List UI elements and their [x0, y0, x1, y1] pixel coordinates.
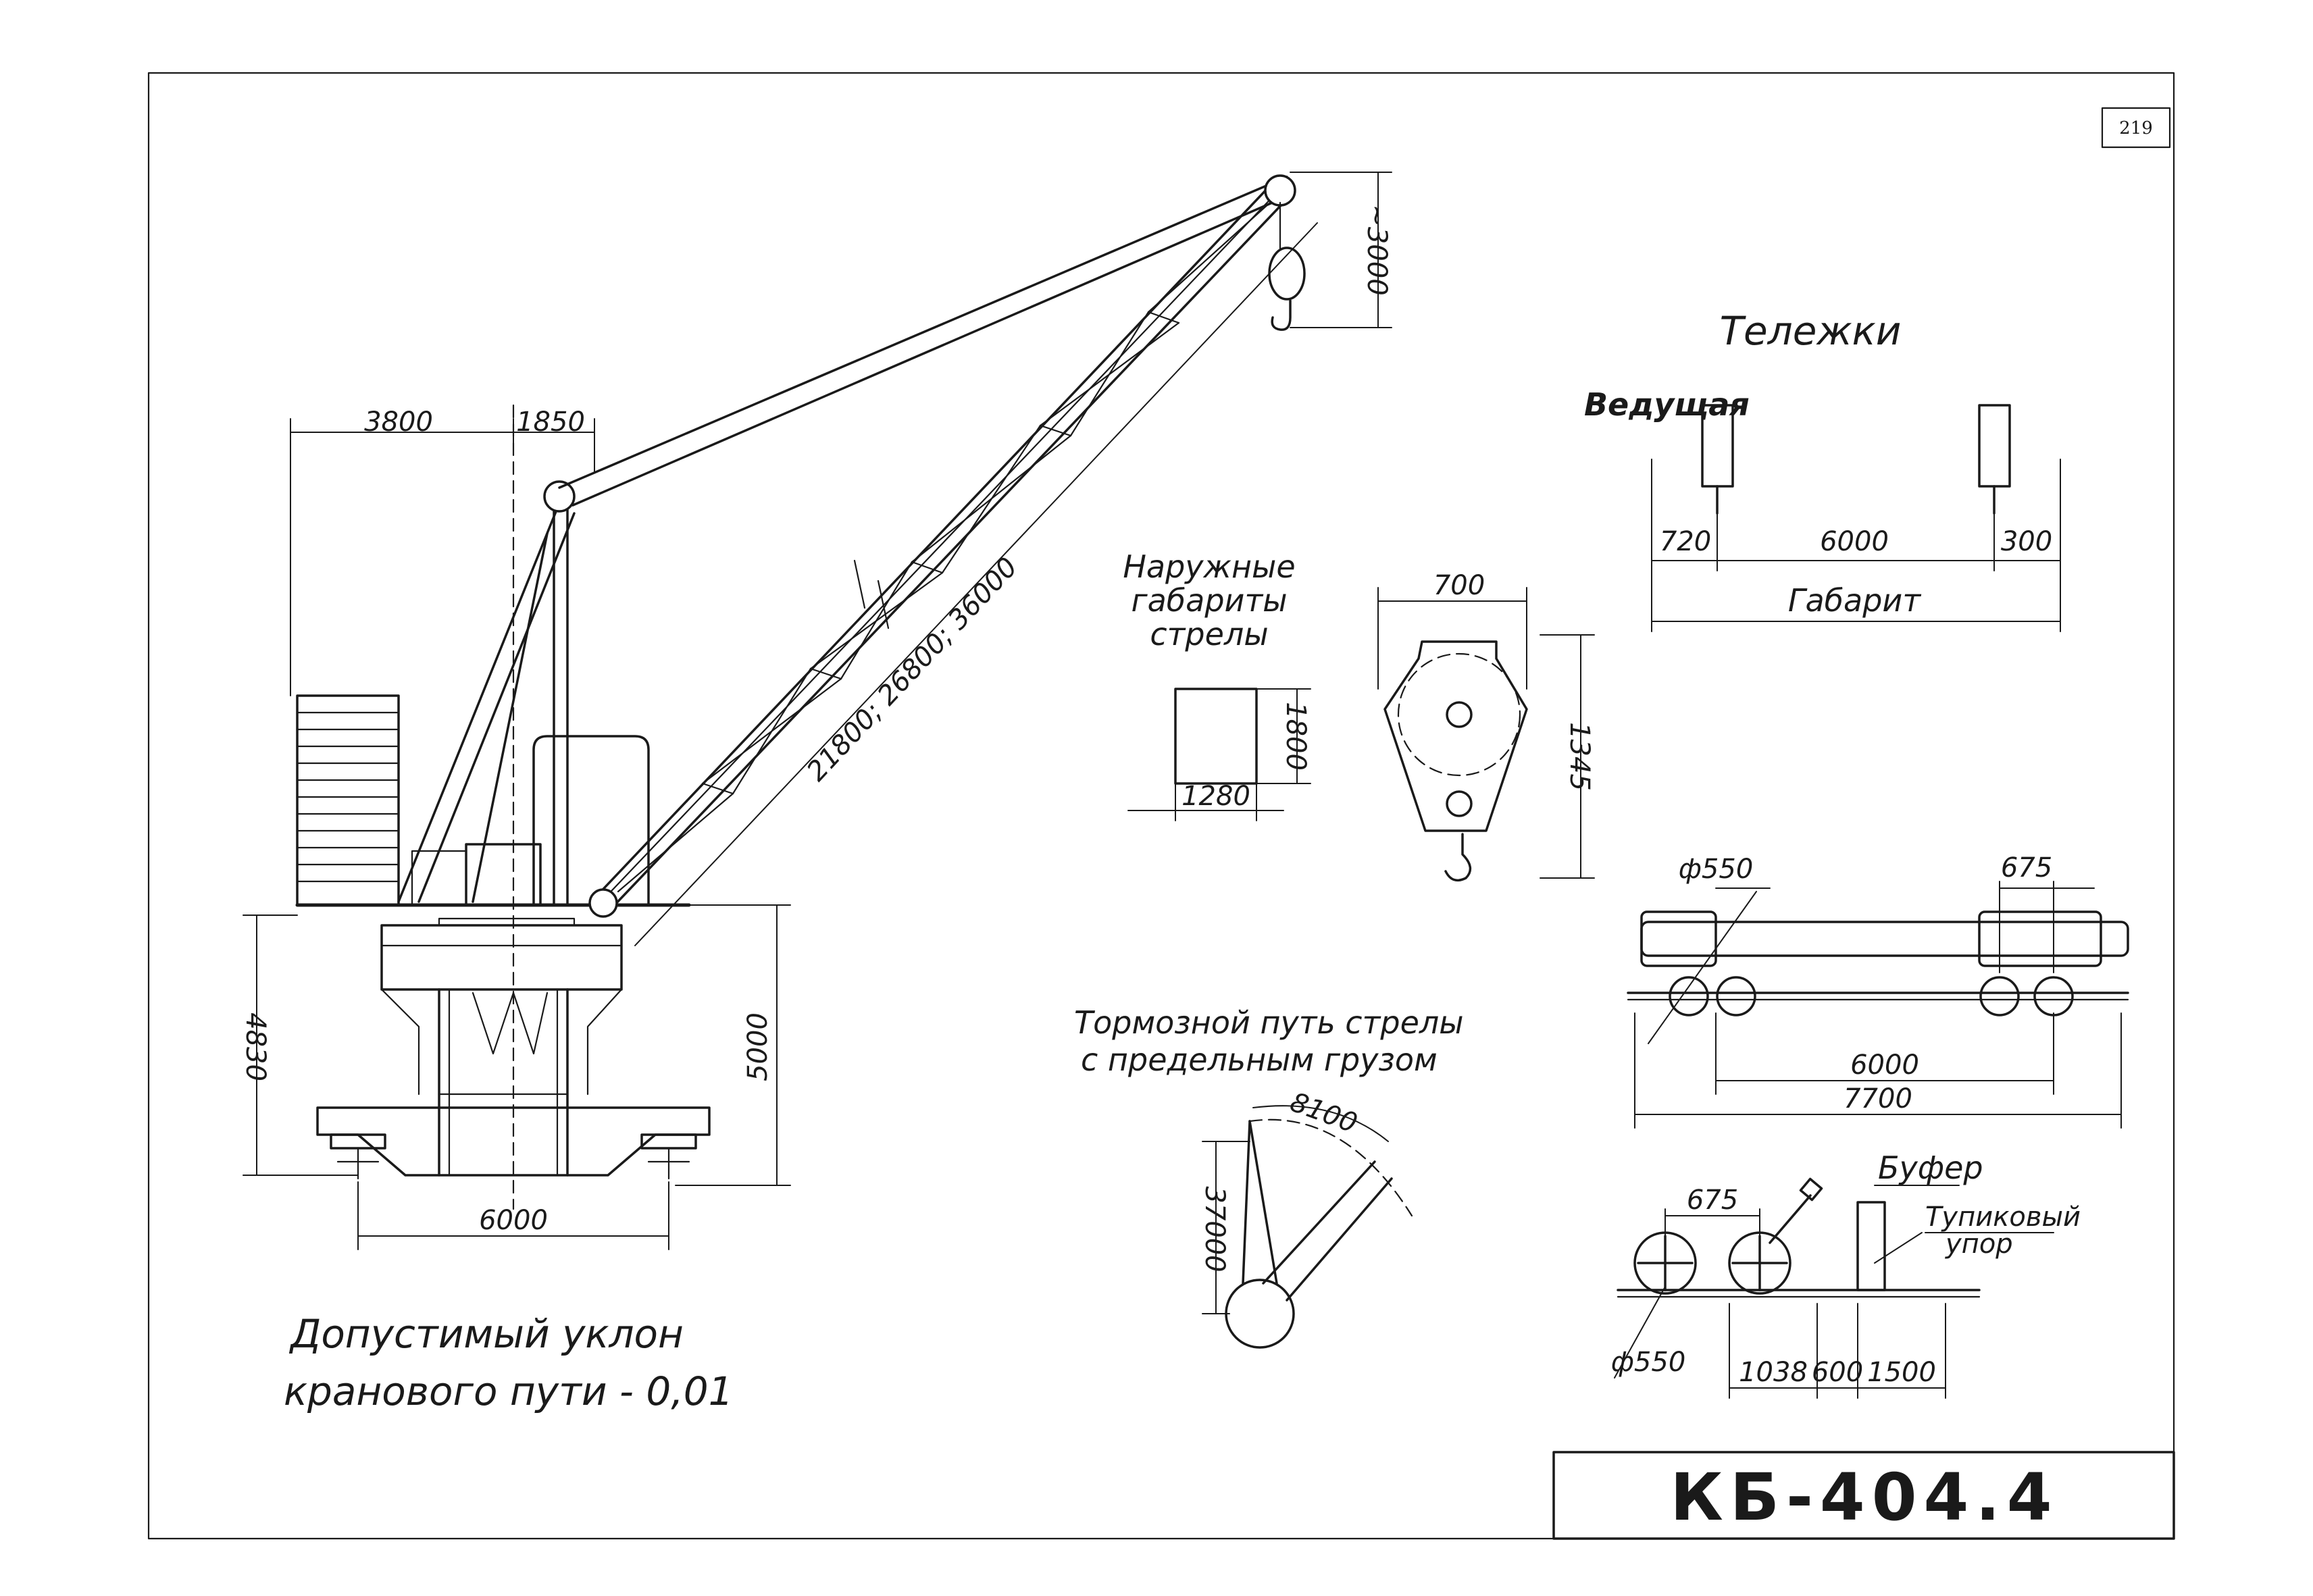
- title-block: [1552, 1451, 2175, 1540]
- slope-note: Допустимый уклон кранового пути - 0,01: [284, 1311, 734, 1414]
- wheel-dim-675: 675: [2001, 852, 2052, 883]
- brake-title-1: Тормозной путь стрелы: [1074, 1004, 1464, 1041]
- jib-section-title-1: Наружные: [1123, 548, 1295, 585]
- boom-hook: [1268, 201, 1306, 331]
- buffer-dim-1500: 1500: [1867, 1357, 1936, 1388]
- jib-section-height: 1800: [1280, 702, 1311, 771]
- jib-section-title-2: габариты: [1131, 582, 1287, 619]
- boom-pendant-upper: [558, 176, 1288, 489]
- hook-icon: [1444, 833, 1472, 882]
- crane-side-view: [295, 174, 1306, 1210]
- jib-section-title-3: стрелы: [1150, 616, 1268, 652]
- buffer-detail: Буфер Тупиковый упор: [1611, 1150, 2081, 1399]
- lattice-boom: [593, 184, 1285, 910]
- jib-section-rect: [1174, 688, 1258, 785]
- stop-label-1: Тупиковый: [1925, 1202, 2081, 1233]
- operator-cabin: [532, 735, 650, 906]
- dim-jib-lengths: 21800; 26800; 36000: [801, 552, 1024, 788]
- stop-label-2: упор: [1945, 1229, 2013, 1260]
- portal-base: [316, 1106, 711, 1180]
- sheet-frame: 219 КБ-404.4: [147, 72, 2175, 1540]
- a-frame-mast: [397, 498, 576, 906]
- page-number: 219: [2119, 118, 2153, 138]
- wheel-dim-7700: 7700: [1844, 1083, 1912, 1114]
- dim-3000: ~3000: [1361, 204, 1392, 295]
- jib-section-detail: Наружные габариты стрелы 1280 1800: [1123, 548, 1311, 821]
- buffer-dim-1038: 1038: [1739, 1357, 1808, 1388]
- mast-head-sheave: [543, 480, 576, 513]
- dim-5000: 5000: [742, 1012, 773, 1081]
- portal-tower: [380, 917, 623, 1177]
- brake-pivot-circle: [1225, 1279, 1295, 1349]
- wheel-dim-6000: 6000: [1850, 1050, 1919, 1081]
- hook-block-height: 1345: [1564, 722, 1595, 791]
- counterweight: [296, 694, 400, 906]
- hook-block-width: 700: [1433, 570, 1485, 601]
- brake-path-detail: Тормозной путь стрелы с предельным грузо…: [1074, 1004, 1464, 1349]
- buffer-dim-675: 675: [1687, 1185, 1738, 1216]
- bogie-dim-6000: 6000: [1820, 526, 1889, 557]
- page-number-box: [2101, 107, 2171, 149]
- dim-3800: 3800: [364, 407, 433, 438]
- note-line-2: кранового пути - 0,01: [284, 1368, 734, 1414]
- buffer-label: Буфер: [1878, 1150, 1983, 1186]
- bogie-gabarit: Габарит: [1788, 582, 1921, 619]
- crane-dimensions: [243, 172, 1392, 1250]
- bogies-title: Тележки: [1720, 308, 1902, 354]
- wheel-diameter: ф550: [1679, 854, 1754, 885]
- wheelbase-detail: ф550 675 6000 7700: [1627, 852, 2129, 1129]
- boom-foot-pin: [588, 888, 618, 918]
- hook-block-detail: 700 1345: [1377, 570, 1595, 882]
- brake-title-2: с предельным грузом: [1081, 1041, 1438, 1078]
- dim-1850: 1850: [516, 407, 585, 438]
- jib-section-width: 1280: [1181, 781, 1250, 812]
- drawing-code: КБ-404.4: [1670, 1460, 2058, 1535]
- dim-6000: 6000: [479, 1205, 548, 1236]
- hook-block-body: [1383, 640, 1528, 832]
- dim-4830: 4830: [240, 1012, 271, 1081]
- bogie-dim-300: 300: [2001, 526, 2052, 557]
- note-line-1: Допустимый уклон: [288, 1311, 684, 1357]
- buffer-dim-600: 600: [1812, 1357, 1863, 1388]
- buffer-wheel-dia: ф550: [1611, 1347, 1686, 1378]
- bogies-detail: Тележки Ведущая 720 6000 300 Габарит: [1584, 308, 2061, 632]
- boom-tip-sheave: [1264, 174, 1296, 207]
- bogie-dim-720: 720: [1660, 526, 1711, 557]
- brake-height: 37000: [1199, 1186, 1230, 1272]
- hook-block-sheave: [1446, 701, 1473, 728]
- boom-pendant-lower: [571, 196, 1286, 507]
